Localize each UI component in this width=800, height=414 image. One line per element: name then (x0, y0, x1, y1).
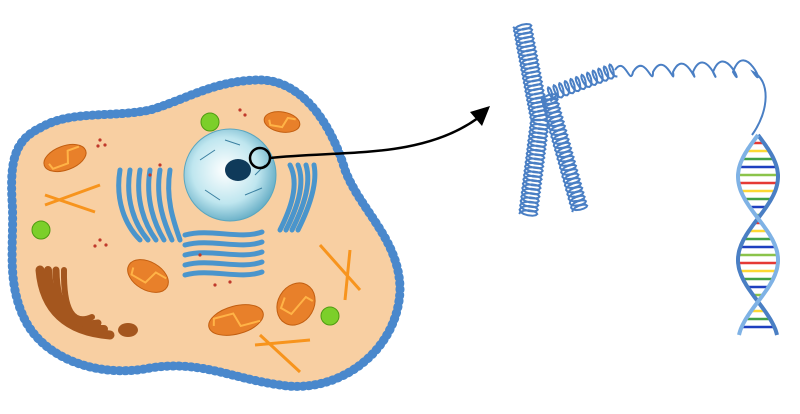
ribosome (103, 143, 107, 147)
ribosome (93, 244, 97, 248)
cytoskeleton-filaments (44, 183, 362, 374)
mitochondrion-cristae (279, 295, 314, 316)
golgi-cisterna (60, 267, 95, 323)
dna-strand (736, 133, 780, 336)
filament (44, 183, 101, 207)
filament (343, 249, 352, 301)
ribosome (228, 280, 232, 284)
er-cisterna (146, 167, 167, 243)
filament (318, 244, 362, 291)
chromatin-strand (204, 189, 221, 201)
vesicle (31, 220, 51, 240)
ribosome (148, 173, 152, 177)
mitochondrion-cristae (48, 145, 80, 170)
er-cisterna (182, 259, 265, 268)
er-cisterna (126, 167, 151, 243)
ribosome (213, 283, 217, 287)
mitochondria (43, 111, 316, 336)
ribosome (96, 144, 100, 148)
mitochondrion (208, 304, 264, 336)
chromatin-strand (199, 149, 216, 161)
golgi-cisterna (52, 266, 102, 328)
er-cisterna (116, 167, 143, 243)
chromatin (199, 139, 266, 201)
er-cisterna (156, 167, 175, 243)
er-cisterna (166, 167, 183, 243)
er-cisterna (136, 167, 159, 243)
ribosome (104, 243, 108, 247)
chromosome (512, 22, 767, 217)
er-cisterna (289, 162, 311, 233)
cell (7, 75, 405, 391)
er-cisterna (182, 239, 265, 248)
ribosome (198, 253, 202, 257)
arrow-head (470, 106, 490, 126)
chromatin-strand (224, 139, 241, 146)
filament (254, 338, 311, 347)
mitochondrion-cristae (130, 267, 167, 284)
mitochondrion-membrane (127, 259, 169, 293)
chromatid-lower-left (518, 118, 551, 217)
zoom-arrow (269, 116, 479, 160)
ribosome (243, 113, 247, 117)
vesicle (200, 112, 220, 132)
chromatid-upper-right (546, 63, 618, 103)
chromatin-strand (244, 187, 263, 196)
golgi-cisterna (44, 266, 108, 334)
nucleolus (225, 159, 251, 181)
mitochondrion (127, 259, 169, 293)
ribosome (98, 138, 102, 142)
mitochondrion (263, 111, 301, 133)
er-cisterna (277, 162, 297, 233)
er-cisterna (182, 249, 265, 258)
ribosome (98, 238, 102, 242)
ribosomes (93, 108, 247, 287)
endoplasmic-reticulum (116, 162, 318, 278)
golgi-apparatus (35, 265, 138, 340)
vesicles (31, 112, 340, 326)
ribosome (158, 163, 162, 167)
chromatid-lower-right (539, 93, 589, 213)
unwinding-fiber (614, 59, 767, 136)
er-cisterna (182, 229, 265, 238)
nucleus (183, 128, 277, 222)
dna-double-helix (736, 133, 780, 336)
ribosome (238, 108, 242, 112)
mitochondrion-cristae (268, 116, 296, 129)
mitochondrion-membrane (276, 282, 316, 326)
vesicle (320, 306, 340, 326)
golgi-vesicle (118, 323, 138, 337)
mitochondrion (43, 143, 87, 173)
mitochondrion-cristae (212, 312, 261, 328)
mitochondrion-membrane (263, 111, 301, 133)
er-cisterna (283, 162, 304, 233)
mitochondrion (276, 282, 316, 326)
filament (44, 193, 96, 214)
er-cisterna (182, 269, 265, 278)
filament (258, 333, 302, 374)
er-cisterna (295, 162, 318, 233)
